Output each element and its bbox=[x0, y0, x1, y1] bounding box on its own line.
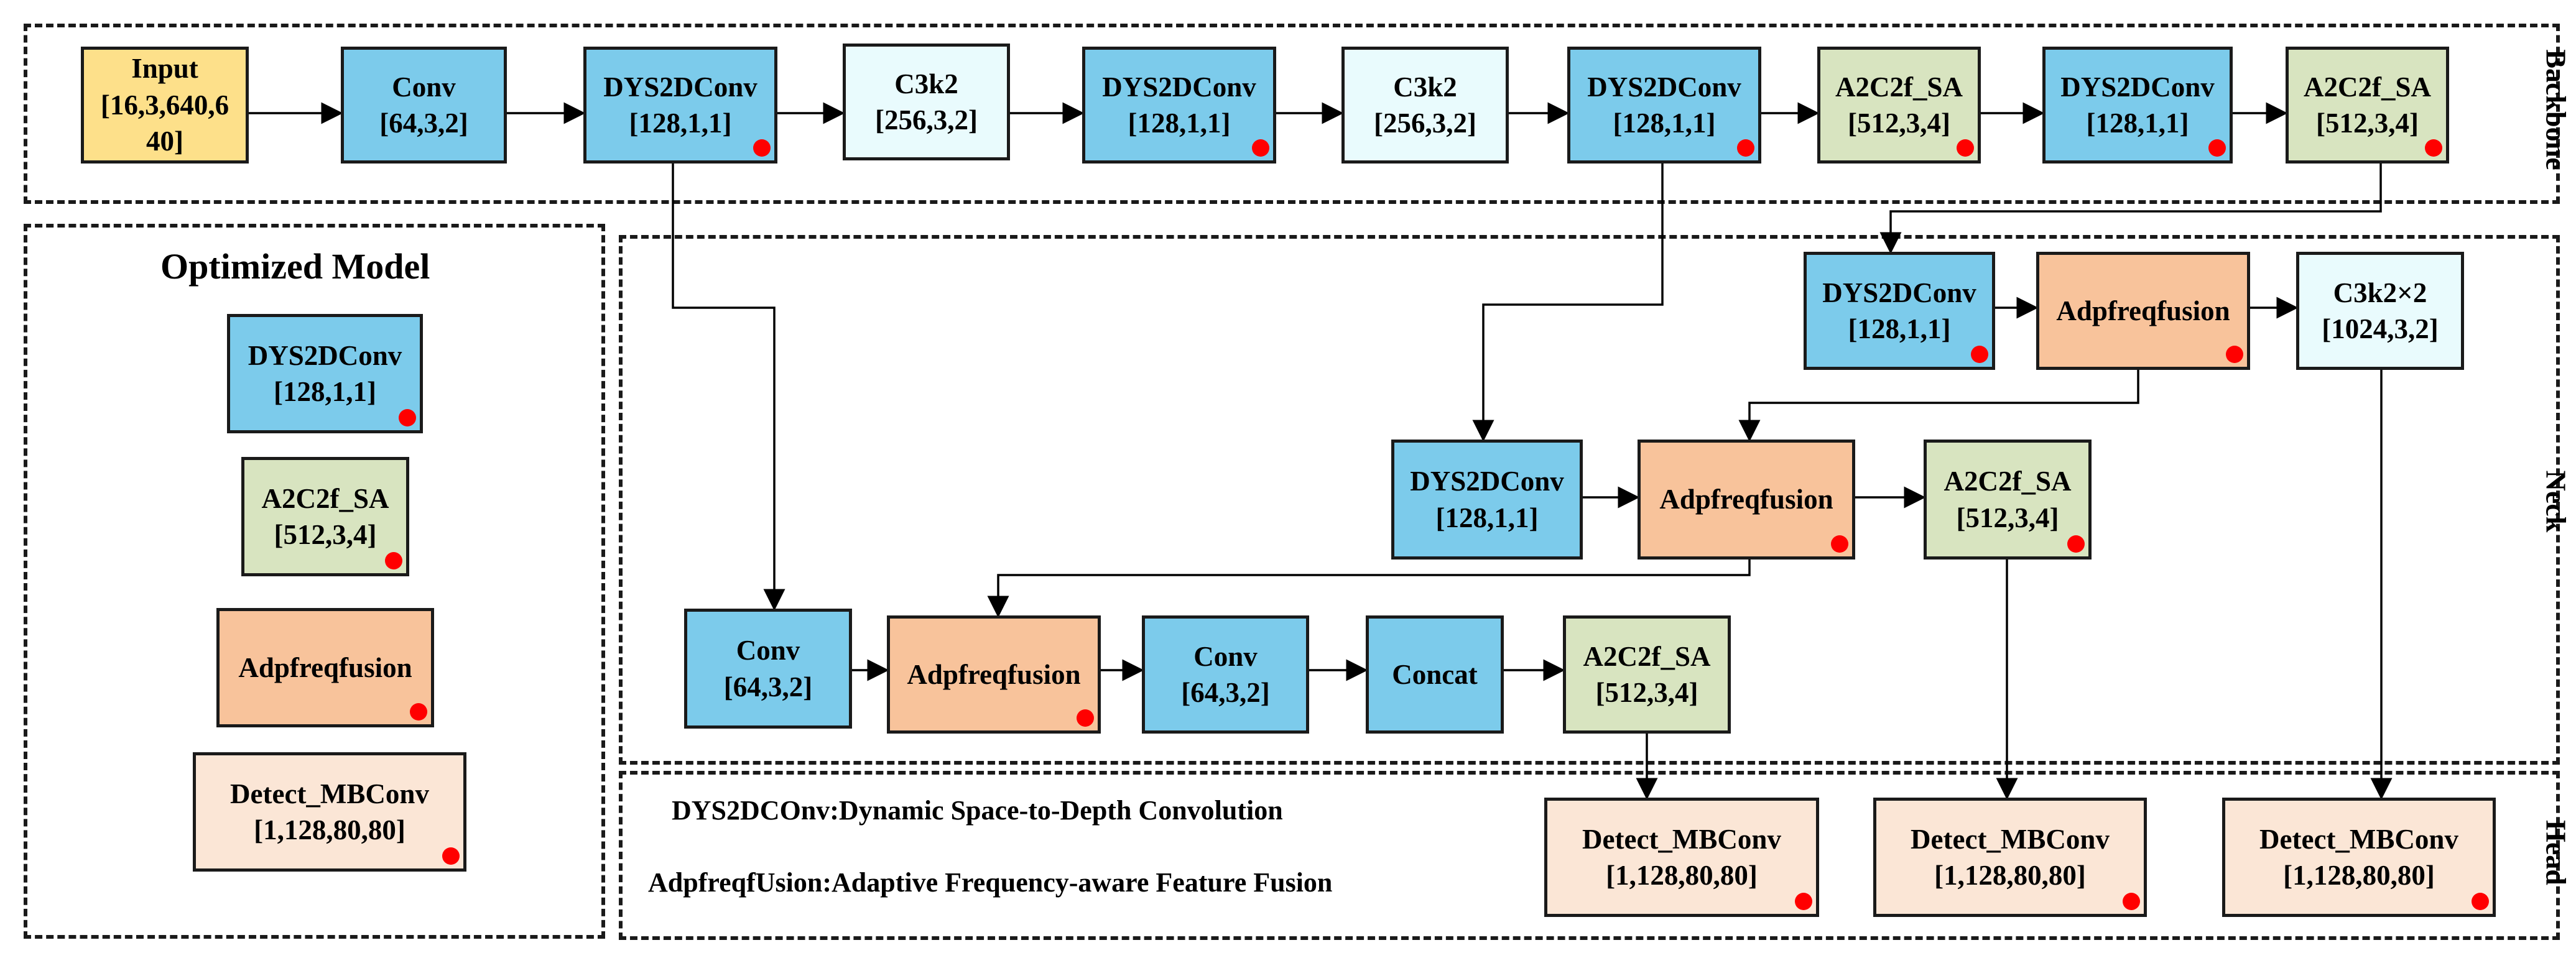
conv-node: Conv [64,3,2] bbox=[341, 47, 507, 164]
arrow-dys3-dysmid bbox=[1472, 164, 1664, 442]
detect-mbconv-1: Detect_MBConv [1,128,80,80] bbox=[1544, 798, 1819, 917]
neck-a2c2f-sa-mid: A2C2f_SA [512,3,4] bbox=[1924, 440, 2092, 560]
detect-mbconv-2: Detect_MBConv [1,128,80,80] bbox=[1873, 798, 2147, 917]
legend-detect-mbconv: Detect_MBConv [1,128,80,80] bbox=[193, 752, 466, 872]
head-region bbox=[619, 771, 2560, 940]
arrow-adpmid-adplow bbox=[987, 560, 1751, 618]
optimized-marker bbox=[2067, 535, 2085, 553]
optimized-marker bbox=[1077, 709, 1094, 727]
neck-dys2dconv-mid: DYS2DConv [128,1,1] bbox=[1391, 440, 1583, 560]
neck-conv-low-2: Conv [64,3,2] bbox=[1142, 615, 1309, 734]
neck-adpfreqfusion-low: Adpfreqfusion bbox=[887, 615, 1101, 734]
arrow-a2c2-dystop bbox=[1879, 164, 2382, 254]
input-node: Input [16,3,640,6 40] bbox=[81, 47, 249, 164]
neck-adpfreqfusion-top: Adpfreqfusion bbox=[2036, 252, 2250, 370]
optimized-marker bbox=[1831, 535, 1848, 553]
arrow-dys1-convlow1 bbox=[672, 164, 785, 611]
neck-conv-low-1: Conv [64,3,2] bbox=[684, 609, 852, 729]
backbone-region bbox=[24, 24, 2560, 204]
optimized-marker bbox=[1737, 139, 1754, 157]
optimized-marker bbox=[2472, 893, 2489, 910]
arrow-adptop-adpmid bbox=[1738, 370, 2139, 442]
note-dys2dconv: DYS2DCOnv:Dynamic Space-to-Depth Convolu… bbox=[672, 795, 1283, 826]
dys2dconv-node-4: DYS2DConv [128,1,1] bbox=[2042, 47, 2233, 164]
legend-dys2dconv: DYS2DConv [128,1,1] bbox=[227, 314, 423, 433]
neck-adpfreqfusion-mid: Adpfreqfusion bbox=[1638, 440, 1855, 560]
optimized-marker bbox=[1795, 893, 1812, 910]
optimized-marker bbox=[442, 847, 460, 865]
optimized-marker bbox=[410, 703, 427, 721]
c3k2-node-1: C3k2 [256,3,2] bbox=[843, 44, 1010, 160]
neck-dys2dconv-top: DYS2DConv [128,1,1] bbox=[1804, 252, 1995, 370]
neck-region bbox=[619, 235, 2560, 765]
optimized-marker bbox=[1957, 139, 1974, 157]
optimized-marker bbox=[2123, 893, 2140, 910]
optimized-marker bbox=[1971, 346, 1988, 363]
optimized-marker bbox=[2226, 346, 2243, 363]
optimized-marker bbox=[385, 552, 402, 569]
a2c2f-sa-node-2: A2C2f_SA [512,3,4] bbox=[2286, 47, 2449, 164]
a2c2f-sa-node-1: A2C2f_SA [512,3,4] bbox=[1817, 47, 1981, 164]
neck-c3k2x2: C3k2×2 [1024,3,2] bbox=[2296, 252, 2464, 370]
detect-mbconv-3: Detect_MBConv [1,128,80,80] bbox=[2222, 798, 2496, 917]
dys2dconv-node-2: DYS2DConv [128,1,1] bbox=[1082, 47, 1276, 164]
optimized-marker bbox=[753, 139, 771, 157]
legend-region bbox=[24, 224, 605, 939]
optimized-marker bbox=[1252, 139, 1269, 157]
neck-concat: Concat bbox=[1366, 615, 1504, 734]
neck-a2c2f-sa-low: A2C2f_SA [512,3,4] bbox=[1563, 615, 1731, 734]
dys2dconv-node-3: DYS2DConv [128,1,1] bbox=[1567, 47, 1761, 164]
legend-a2c2f-sa: A2C2f_SA [512,3,4] bbox=[241, 457, 409, 576]
legend-adpfreqfusion: Adpfreqfusion bbox=[216, 608, 434, 727]
optimized-marker bbox=[2425, 139, 2442, 157]
optimized-marker bbox=[399, 409, 416, 426]
optimized-marker bbox=[2208, 139, 2226, 157]
c3k2-node-2: C3k2 [256,3,2] bbox=[1341, 47, 1509, 164]
note-adpfreqfusion: AdpfreqfUsion:Adaptive Frequency-aware F… bbox=[648, 867, 1333, 898]
legend-title: Optimized Model bbox=[160, 246, 430, 287]
dys2dconv-node-1: DYS2DConv [128,1,1] bbox=[583, 47, 777, 164]
